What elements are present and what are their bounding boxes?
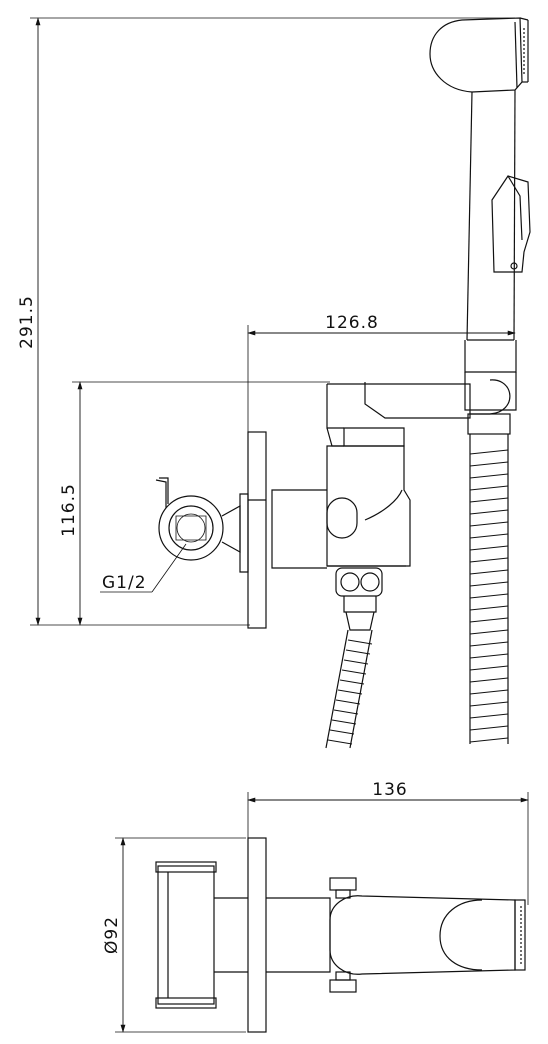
- dimension-depth: [247, 792, 529, 905]
- dimension-total-height: [30, 17, 515, 626]
- total-height-label: 291.5: [17, 295, 37, 349]
- dimension-reach: [247, 325, 516, 432]
- hose-left: [325, 629, 373, 749]
- dimension-diameter: [115, 837, 246, 1033]
- shower-head: [429, 17, 531, 341]
- thread-label: G1/2: [102, 573, 147, 593]
- wall-plate: [239, 431, 267, 629]
- side-height-label: 116.5: [59, 483, 79, 537]
- bottom-outlet: [335, 567, 383, 631]
- g12-leader: [100, 543, 187, 593]
- shower-holder: [464, 340, 517, 446]
- lever-arm: [326, 382, 471, 447]
- diameter-label: Ø92: [102, 916, 122, 954]
- front-view: [30, 17, 531, 749]
- depth-label: 136: [372, 780, 407, 800]
- body-top: [266, 877, 526, 993]
- dimension-side-height: [72, 381, 330, 626]
- round-knob: [155, 477, 241, 561]
- knob-top: [155, 861, 248, 1009]
- wall-plate-top: [247, 837, 267, 1033]
- mixer-body: [271, 445, 411, 569]
- top-view: [115, 792, 529, 1033]
- hose-right: [469, 446, 509, 744]
- reach-label: 126.8: [325, 313, 379, 333]
